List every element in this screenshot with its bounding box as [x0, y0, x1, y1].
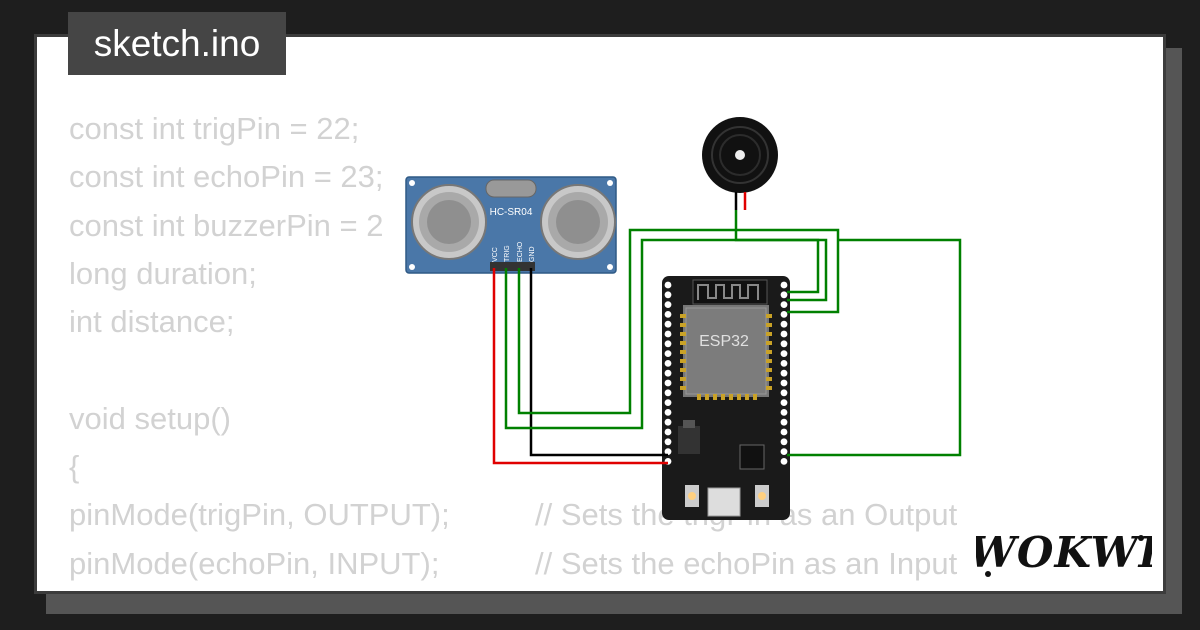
header-pin[interactable]: [664, 340, 672, 348]
wire-buzzer-gnd: [734, 210, 820, 294]
header-pin[interactable]: [780, 399, 788, 406]
wire-trig: [504, 238, 828, 430]
code-line: long duration;: [69, 250, 450, 298]
header-pin[interactable]: [780, 340, 788, 348]
header-pin[interactable]: [664, 389, 672, 397]
board-label: ESP32: [699, 333, 749, 350]
header-pin[interactable]: [664, 320, 672, 328]
header-pin[interactable]: [780, 389, 788, 397]
code-line: pinMode(echoPin, INPUT); // Sets the echo…: [69, 540, 957, 588]
sensor-pin-label: GND: [529, 246, 536, 262]
file-name-tab[interactable]: sketch.ino: [68, 12, 286, 75]
header-pin[interactable]: [780, 409, 788, 416]
header-pin[interactable]: [780, 428, 788, 436]
header-pin[interactable]: [664, 418, 672, 426]
header-pin[interactable]: [780, 379, 788, 387]
header-pin[interactable]: [664, 409, 672, 416]
code-text: int distance;: [69, 304, 235, 340]
wire-vcc: [492, 268, 668, 465]
sensor-pin-labels: VCC TRIG ECHO GND: [492, 241, 536, 262]
code-line: {: [69, 443, 450, 491]
code-line: const int trigPin = 22;: [69, 105, 450, 153]
header-pin[interactable]: [664, 379, 672, 387]
header-pin[interactable]: [664, 301, 672, 308]
header-pin[interactable]: [780, 360, 788, 367]
header-pin[interactable]: [664, 448, 672, 455]
sensor-transmitter: [427, 200, 471, 244]
header-pin[interactable]: [664, 330, 672, 338]
header-pin[interactable]: [664, 438, 672, 446]
code-text: const int trigPin = 22;: [69, 111, 360, 146]
sensor-pin-label: ECHO: [517, 241, 524, 262]
code-text: pinMode(trigPin, OUTPUT);: [69, 497, 450, 533]
code-block: const int trigPin = 22; const int echoPin…: [69, 105, 957, 591]
code-line: int distance;: [69, 298, 450, 346]
code-line: const int buzzerPin = 2: [69, 202, 450, 250]
header-pin[interactable]: [664, 291, 672, 299]
header-pin[interactable]: [780, 369, 788, 377]
code-line: void setup(): [69, 395, 450, 443]
code-text: {: [69, 449, 80, 485]
esp32-board[interactable]: ESP32: [662, 276, 790, 520]
buzzer[interactable]: [702, 117, 778, 210]
code-text: void setup(): [69, 400, 231, 436]
sensor-label: HC-SR04: [490, 207, 533, 218]
header-pin[interactable]: [780, 320, 788, 328]
header-pin[interactable]: [780, 418, 788, 426]
header-pin[interactable]: [780, 311, 788, 318]
code-text: const int buzzerPin = 2: [69, 207, 384, 243]
header-pin[interactable]: [780, 458, 788, 465]
header-pin[interactable]: [780, 330, 788, 338]
ultrasonic-sensor[interactable]: HC-SR04 VCC TRIG ECHO GND: [405, 176, 617, 274]
header-pin[interactable]: [664, 311, 672, 318]
header-pin[interactable]: [664, 369, 672, 377]
sensor-pin-label: VCC: [492, 247, 499, 262]
code-line: pinMode(trigPin, OUTPUT);// Sets the tri…: [69, 491, 957, 539]
usb-port: [707, 487, 741, 517]
header-pin[interactable]: [664, 428, 672, 436]
header-pin[interactable]: [780, 281, 788, 289]
header-pin[interactable]: [780, 448, 788, 455]
wire-gnd: [529, 268, 668, 457]
code-text: long duration;: [69, 255, 257, 291]
header-pin[interactable]: [780, 291, 788, 299]
wokwi-logo: WOKWI: [976, 528, 1152, 577]
code-text: const int echoPin = 23;: [69, 159, 384, 195]
header-pin[interactable]: [780, 301, 788, 308]
header-pin[interactable]: [664, 360, 672, 367]
header-pin[interactable]: [780, 350, 788, 357]
header-pin[interactable]: [664, 399, 672, 406]
code-line: const int echoPin = 23;: [69, 153, 450, 201]
header-pin[interactable]: [664, 281, 672, 289]
wires: [492, 210, 962, 465]
wire-echo: [517, 228, 840, 415]
brand-text: WOKWI: [976, 528, 1152, 577]
preview-card: const int trigPin = 22; const int echoPin…: [34, 34, 1166, 594]
code-text: pinMode(echoPin, INPUT);: [69, 545, 440, 581]
sensor-receiver: [556, 200, 600, 244]
sensor-pin-label: TRIG: [504, 245, 511, 262]
code-comment: // Sets the echoPin as an Input: [535, 545, 958, 581]
header-pin[interactable]: [664, 350, 672, 357]
wire-buzzer-signal: [787, 238, 962, 457]
header-pin[interactable]: [780, 438, 788, 446]
